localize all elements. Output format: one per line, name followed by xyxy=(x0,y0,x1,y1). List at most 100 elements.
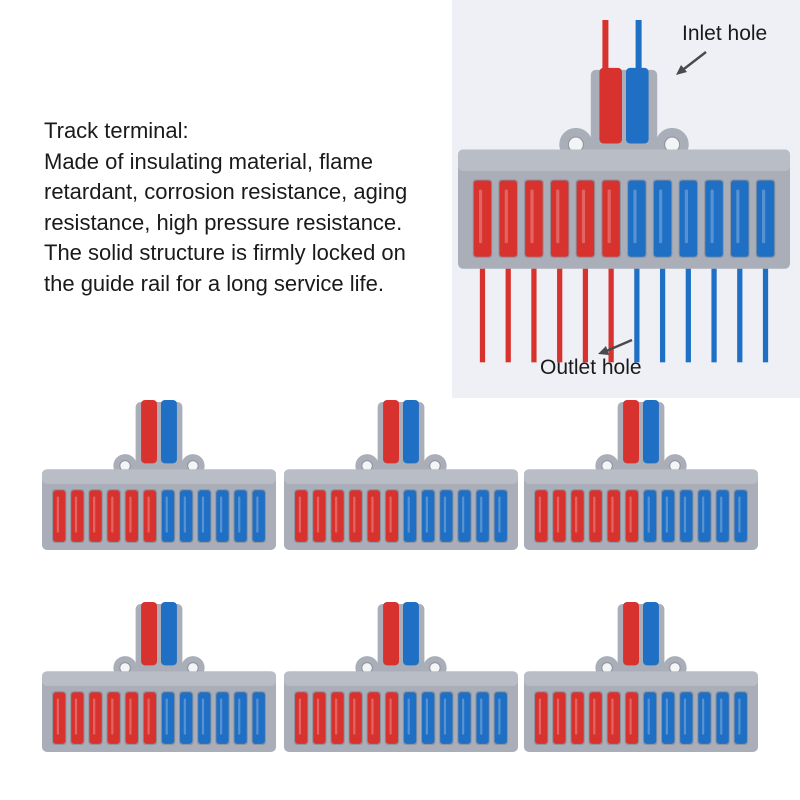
outlet-lever-highlight xyxy=(593,496,596,533)
outlet-lever-highlight xyxy=(238,698,241,735)
outlet-lever xyxy=(576,180,595,257)
outlet-lever-highlight xyxy=(633,189,637,244)
outlet-lever xyxy=(553,692,566,744)
description-line-1: Track terminal: xyxy=(44,118,189,143)
description-line-4: resistance, high pressure resistance. xyxy=(44,209,403,235)
outlet-lever-highlight xyxy=(611,698,614,735)
outlet-lever xyxy=(367,692,380,744)
outlet-lever-highlight xyxy=(462,496,465,533)
outlet-lever xyxy=(385,490,399,542)
inlet-wire-blue xyxy=(635,20,642,80)
outlet-lever-highlight xyxy=(316,496,320,533)
outlet-lever xyxy=(494,692,507,744)
outlet-lever xyxy=(89,490,102,542)
outlet-lever xyxy=(476,692,489,744)
outlet-lever-highlight xyxy=(56,698,60,735)
inlet-lever-red xyxy=(383,400,399,464)
outlet-lever xyxy=(161,692,175,744)
inlet-lever-red xyxy=(623,400,639,464)
inlet-wire-red xyxy=(602,20,609,80)
outlet-lever xyxy=(403,692,417,744)
description-line-2: Made of insulating material, flame xyxy=(44,148,373,174)
outlet-lever xyxy=(602,180,620,257)
outlet-lever-highlight xyxy=(129,698,132,735)
outlet-lever-highlight xyxy=(165,496,168,533)
outlet-lever-highlight xyxy=(575,496,578,533)
description-line-3: retardant, corrosion resistance, aging xyxy=(44,179,408,204)
outlet-lever-highlight xyxy=(659,189,663,244)
outlet-lever-highlight xyxy=(593,698,596,735)
outlet-lever-highlight xyxy=(353,496,356,533)
outlet-lever-highlight xyxy=(581,189,586,244)
outlet-lever-highlight xyxy=(480,496,483,533)
outlet-lever xyxy=(252,692,265,744)
outlet-lever xyxy=(473,180,492,257)
outlet-lever xyxy=(216,692,229,744)
outlet-lever-highlight xyxy=(480,698,483,735)
outlet-lever-highlight xyxy=(371,698,374,735)
connector-thumbnail-5 xyxy=(284,602,518,752)
outlet-lever-highlight xyxy=(683,698,687,735)
outlet-lever xyxy=(440,490,453,542)
outlet-lever-highlight xyxy=(556,496,560,533)
outlet-lever-highlight xyxy=(702,496,705,533)
outlet-lever-highlight xyxy=(371,496,374,533)
description-line-5: The solid structure is firmly locked on xyxy=(44,240,406,265)
outlet-lever-highlight xyxy=(478,189,483,244)
outlet-lever xyxy=(716,490,729,542)
inlet-lever-blue xyxy=(643,602,659,666)
outlet-lever xyxy=(571,490,584,542)
outlet-lever xyxy=(198,490,211,542)
outlet-lever xyxy=(535,490,548,542)
outlet-lever-highlight xyxy=(683,496,687,533)
outlet-lever xyxy=(756,180,775,257)
outlet-lever-highlight xyxy=(462,698,465,735)
outlet-lever-highlight xyxy=(201,496,205,533)
outlet-lever xyxy=(349,692,362,744)
outlet-lever xyxy=(625,692,639,744)
outlet-lever xyxy=(385,692,399,744)
outlet-lever-highlight xyxy=(425,698,428,735)
outlet-lever xyxy=(216,490,229,542)
outlet-lever-highlight xyxy=(665,496,668,533)
outlet-lever xyxy=(643,692,657,744)
outlet-lever-highlight xyxy=(407,496,410,533)
outlet-lever-highlight xyxy=(316,698,320,735)
outlet-lever xyxy=(107,490,120,542)
outlet-lever-highlight xyxy=(129,496,132,533)
connector-thumbnail-6 xyxy=(524,602,758,752)
outlet-lever-highlight xyxy=(74,698,78,735)
outlet-lever-highlight xyxy=(530,189,534,244)
outlet-lever xyxy=(680,692,693,744)
outlet-lever xyxy=(653,180,672,257)
outlet-lever-highlight xyxy=(720,698,723,735)
terminal-body-top xyxy=(524,671,758,686)
outlet-lever-highlight xyxy=(710,189,714,244)
outlet-lever-highlight xyxy=(538,698,542,735)
outlet-lever-highlight xyxy=(647,698,650,735)
outlet-lever xyxy=(349,490,362,542)
outlet-lever-highlight xyxy=(738,496,741,533)
outlet-wire xyxy=(711,268,717,363)
outlet-lever xyxy=(295,692,308,744)
inlet-lever-blue xyxy=(161,602,177,666)
outlet-lever-highlight xyxy=(629,698,632,735)
terminal-body-top xyxy=(42,469,276,484)
outlet-lever-highlight xyxy=(720,496,723,533)
outlet-lever xyxy=(440,692,453,744)
outlet-wire xyxy=(762,268,769,363)
outlet-lever-highlight xyxy=(165,698,168,735)
outlet-lever xyxy=(589,692,602,744)
outlet-lever-highlight xyxy=(736,189,740,244)
outlet-wire xyxy=(685,268,691,363)
outlet-lever xyxy=(494,490,507,542)
outlet-lever xyxy=(422,692,435,744)
outlet-lever-highlight xyxy=(74,496,78,533)
outlet-lever xyxy=(553,490,566,542)
outlet-lever-highlight xyxy=(353,698,356,735)
outlet-lever-highlight xyxy=(389,698,392,735)
outlet-lever xyxy=(89,692,102,744)
outlet-lever xyxy=(698,490,711,542)
outlet-lever-highlight xyxy=(684,189,688,244)
connector-thumbnail-1 xyxy=(42,400,276,550)
